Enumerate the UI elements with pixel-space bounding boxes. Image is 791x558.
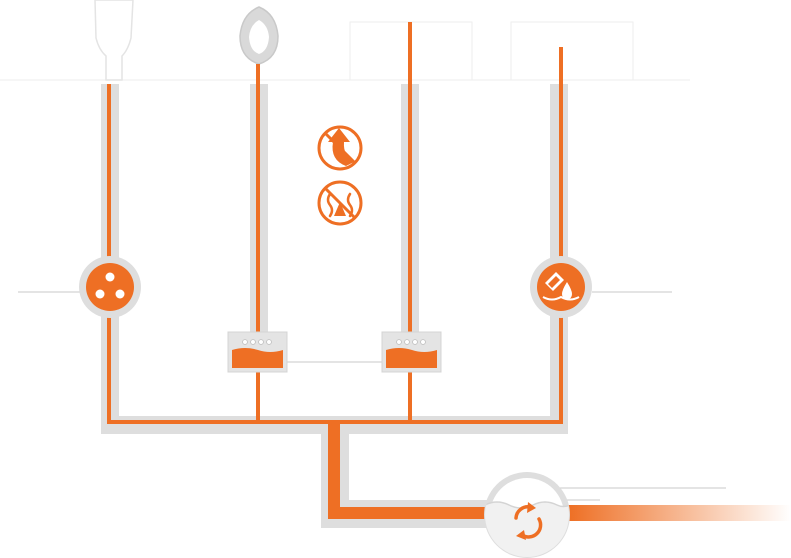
three-dots-filter-icon	[95, 272, 125, 299]
leader-lines	[18, 291, 726, 501]
no-backflow-symbol	[317, 125, 363, 171]
main-drain-pipe	[328, 424, 340, 519]
tank-drop-icon	[542, 272, 580, 301]
grease-separator-symbol	[530, 256, 592, 318]
no-odor-symbol	[317, 180, 363, 226]
water-trap-icon	[232, 348, 283, 368]
water-trap-right	[381, 331, 442, 373]
shower-drain-pipe	[408, 22, 412, 424]
collector-pipe	[107, 420, 563, 424]
sink-icon	[94, 0, 134, 81]
main-outlet-pipe	[328, 507, 498, 519]
bath-drain-pipe	[559, 47, 563, 424]
drain-pipes	[107, 22, 791, 521]
sink-drain-pipe	[107, 84, 111, 424]
toilet-fixture	[239, 6, 279, 65]
sink-fixture	[94, 0, 134, 81]
filter-symbol	[79, 256, 141, 318]
water-trap-icon	[386, 348, 437, 368]
outflow-pipe	[568, 505, 791, 521]
water-trap-left	[227, 331, 288, 373]
recycling-tank	[484, 472, 570, 558]
toilet-drain-pipe	[256, 64, 260, 424]
